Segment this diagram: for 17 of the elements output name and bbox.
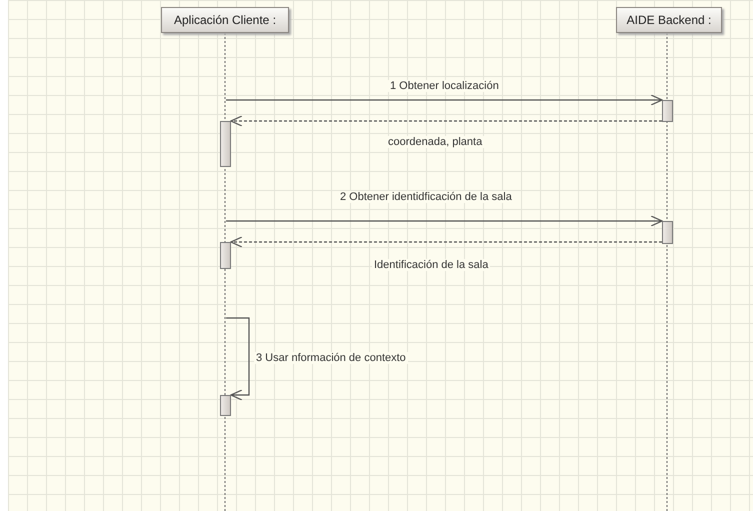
- activation-bar: [220, 242, 231, 269]
- activation-bar: [220, 395, 231, 416]
- message-label: 2 Obtener identidficación de la sala: [338, 191, 514, 203]
- message-arrow: [226, 94, 663, 106]
- lifeline-header: Aplicación Cliente :: [161, 7, 289, 33]
- activation-bar: [662, 221, 673, 244]
- activation-bar: [662, 100, 673, 122]
- message-label: Identificación de la sala: [372, 259, 490, 271]
- activation-bar: [220, 121, 231, 167]
- message-label: 1 Obtener localización: [388, 80, 501, 92]
- message-label: coordenada, planta: [386, 136, 484, 148]
- message-label: 3 Usar nformación de contexto: [254, 352, 408, 364]
- return-message-arrow: [230, 236, 662, 248]
- return-message-arrow: [230, 115, 662, 127]
- lifeline-header: AIDE Backend :: [616, 7, 722, 33]
- message-arrow: [226, 215, 663, 227]
- message-arrow: [226, 317, 250, 401]
